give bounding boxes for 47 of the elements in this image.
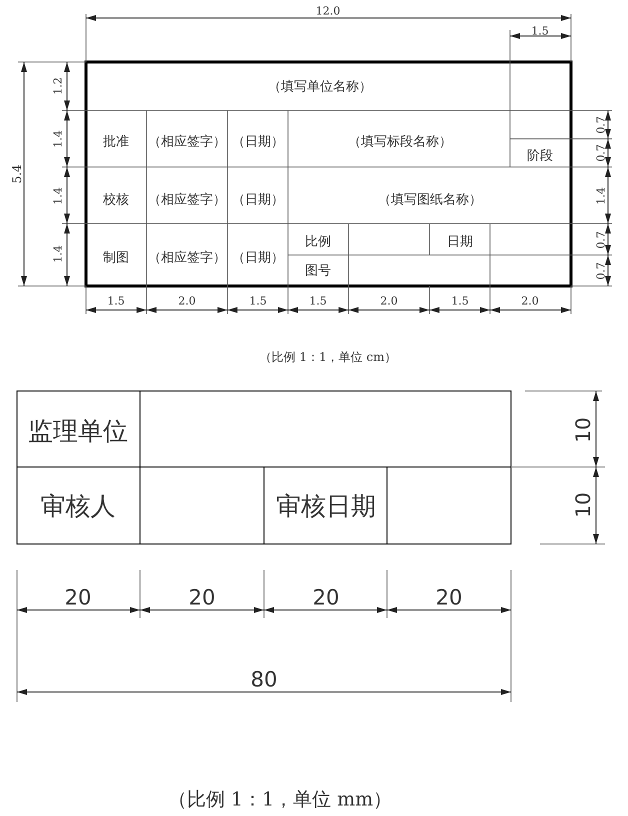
label-text: 批准 [103, 136, 129, 148]
label-text: （相应签字） [148, 136, 226, 148]
label-text: 审核日期 [276, 494, 376, 518]
label-text: （日期） [232, 194, 284, 206]
label-text: （填写标段名称） [348, 136, 452, 148]
dimension-value: 2.0 [178, 296, 196, 306]
dimension-value: 20 [188, 588, 216, 608]
dimension-value: 1.5 [451, 296, 469, 306]
label-text: （填写单位名称） [268, 80, 372, 94]
dimension-value: 2.0 [380, 296, 398, 306]
dimension-value: 0.7 [596, 144, 606, 162]
label-text: 图号 [305, 264, 331, 278]
dimension-value: 5.4 [11, 164, 23, 184]
dimension-value: 12.0 [316, 6, 340, 16]
scale-note: （比例 1：1，单位 mm） [168, 790, 392, 810]
dimension-value: 0.7 [596, 116, 606, 134]
label-text: （填写图纸名称） [378, 194, 482, 206]
label-text: （相应签字） [148, 194, 226, 206]
dimension-value: 1.5 [531, 26, 549, 36]
dimension-value: 80 [250, 670, 278, 690]
dimension-value: 10 [573, 492, 593, 518]
dimension-value: 10 [573, 417, 593, 443]
label-text: 制图 [103, 252, 129, 264]
dimension-value: 20 [436, 588, 462, 608]
label-text: 校核 [103, 194, 129, 206]
dimension-value: 1.5 [309, 296, 327, 306]
dimension-value: 2.0 [521, 296, 539, 306]
label-text: （日期） [232, 136, 284, 148]
label-text: 监理单位 [28, 418, 128, 444]
label-text: 日期 [447, 236, 473, 248]
label-text: （日期） [232, 252, 284, 264]
scale-note: （比例 1：1，单位 cm） [260, 351, 396, 363]
dimension-value: 1.5 [107, 296, 125, 306]
dimension-value: 1.4 [52, 130, 64, 148]
label-text: 阶段 [527, 150, 553, 162]
dimension-value: 1.4 [52, 245, 64, 263]
dimension-value: 1.2 [52, 77, 64, 95]
dimension-value: 0.7 [596, 231, 606, 249]
dimension-value: 1.4 [52, 187, 64, 205]
dimension-value: 1.5 [249, 296, 267, 306]
label-text: 审核人 [40, 494, 116, 518]
dimension-value: 20 [312, 588, 340, 608]
dimension-value: 0.7 [596, 262, 606, 280]
dimension-value: 20 [64, 588, 92, 608]
label-text: （相应签字） [148, 252, 226, 264]
dimension-value: 1.4 [596, 187, 606, 205]
label-text: 比例 [305, 236, 331, 248]
